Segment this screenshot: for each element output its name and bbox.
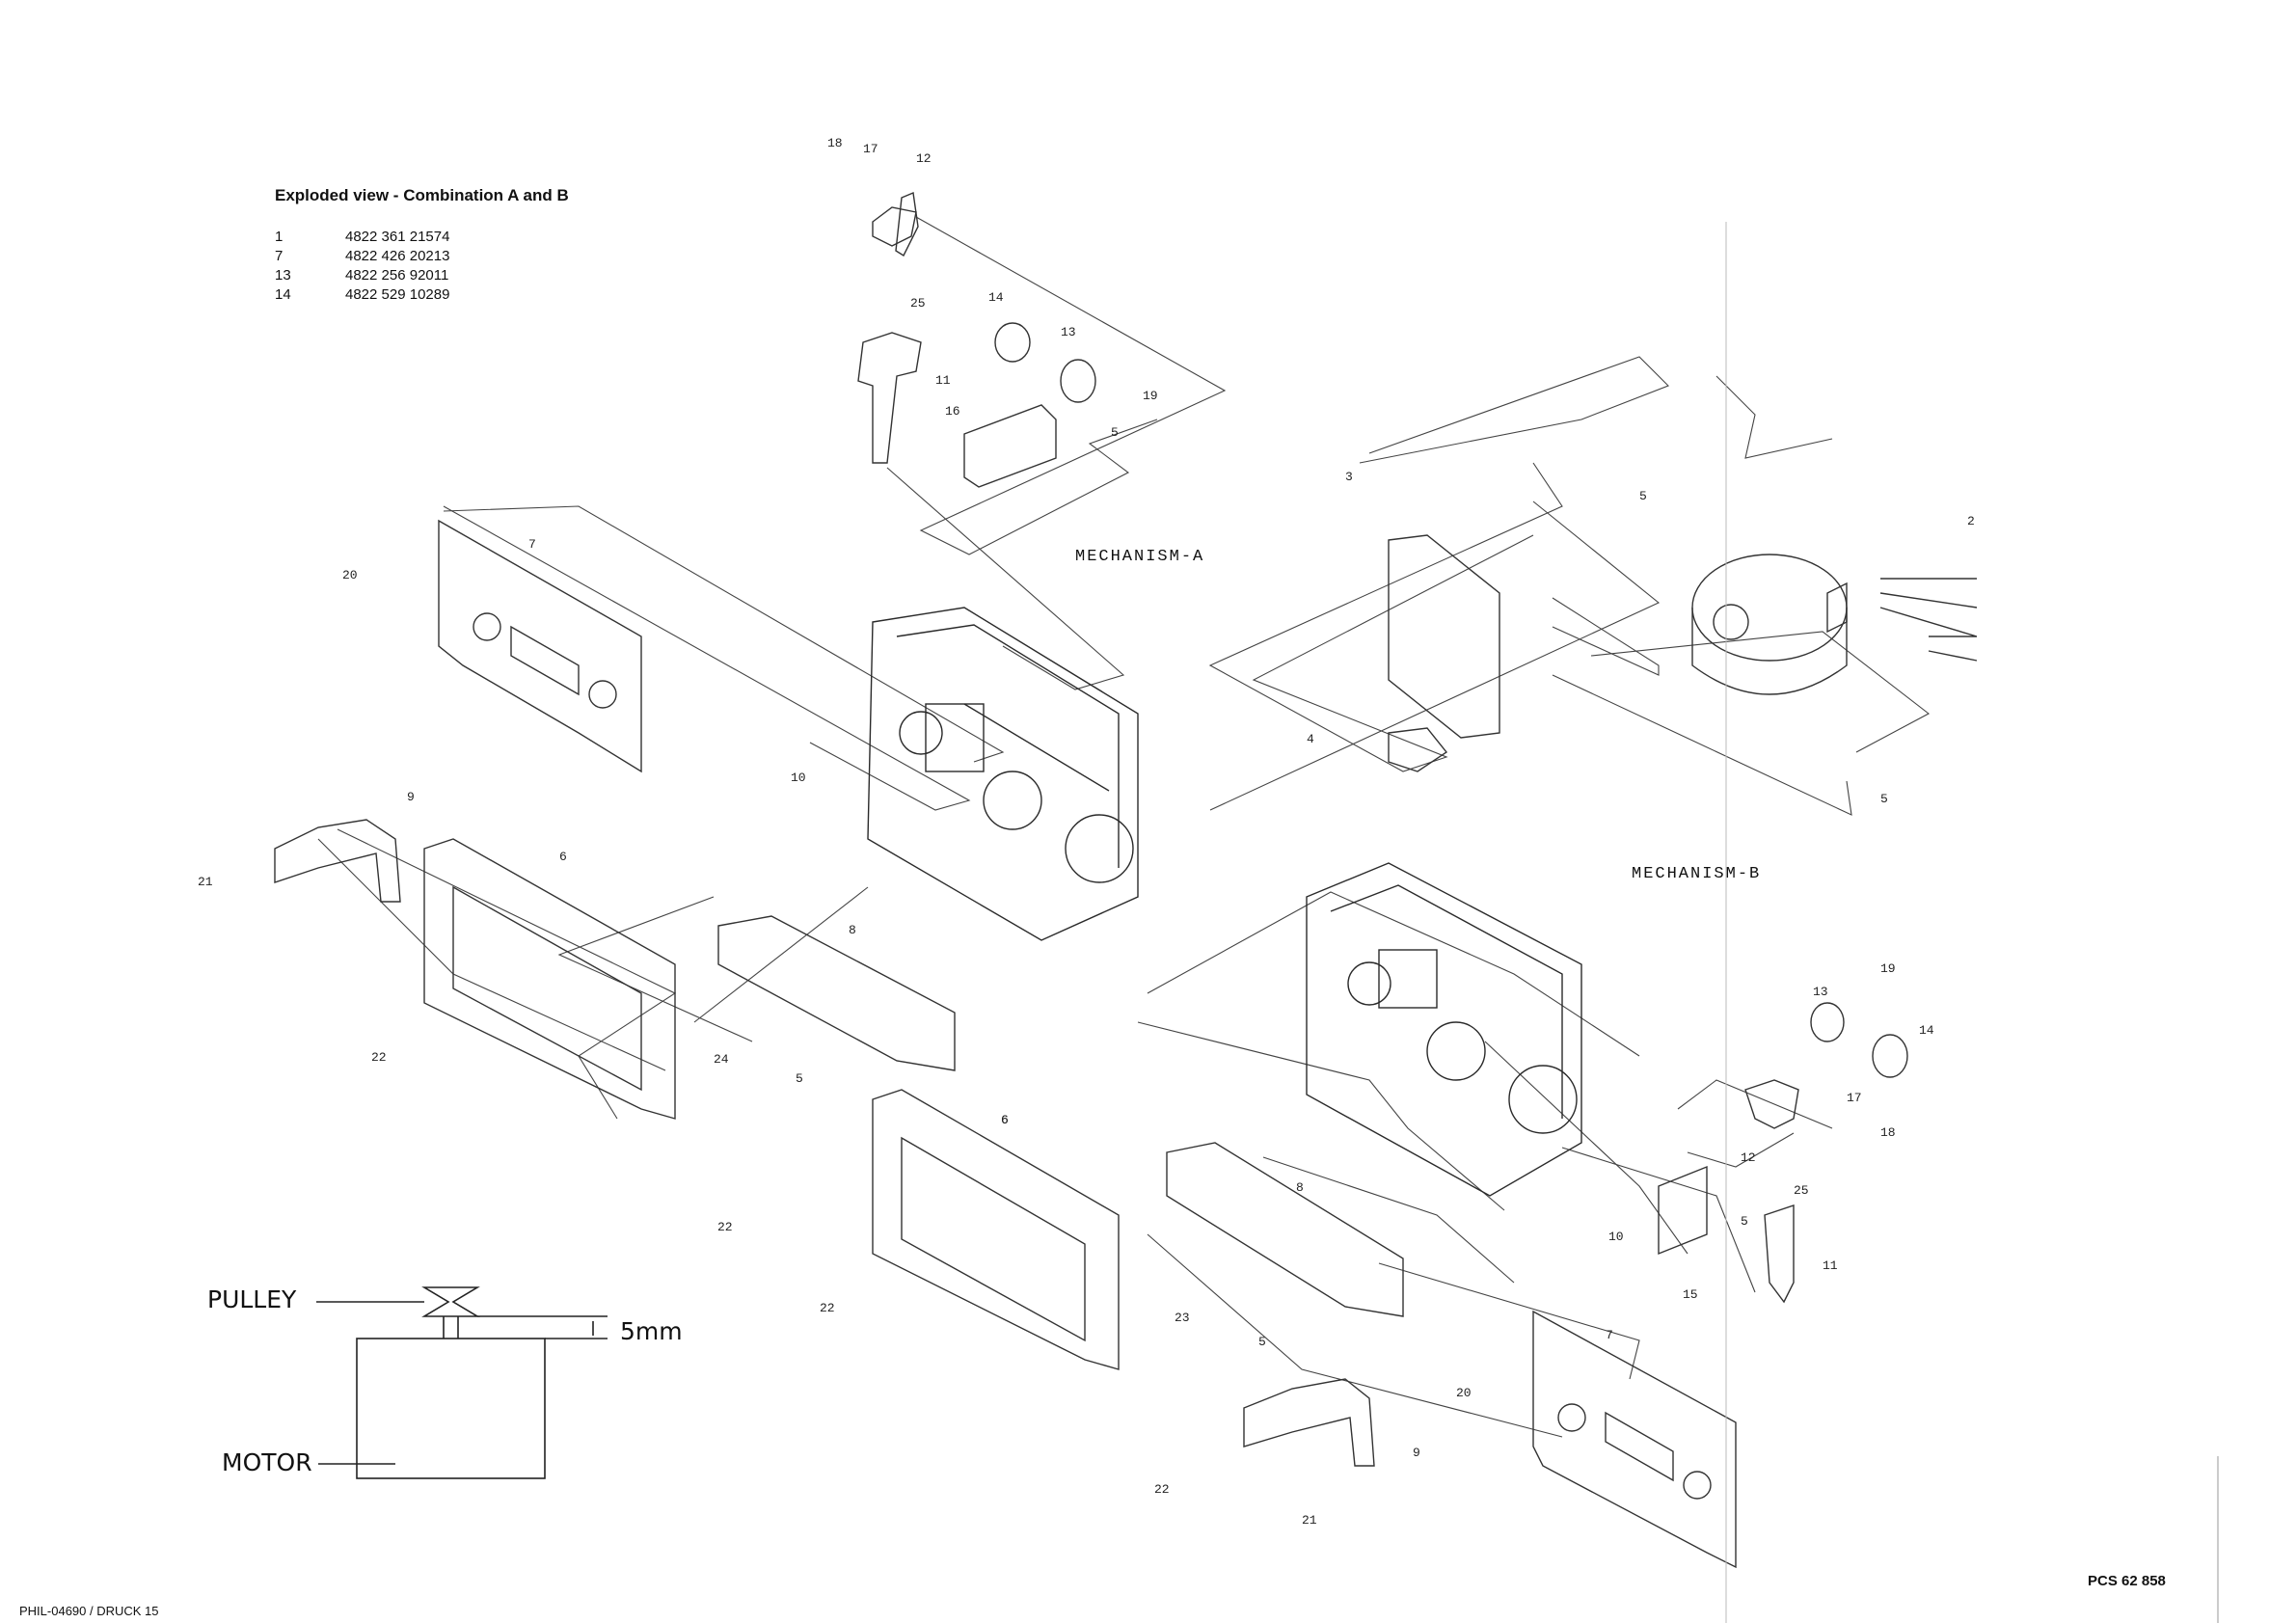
part-number: 13 [275,267,291,284]
mechanism-a-body [867,607,1139,941]
svg-text:14: 14 [988,290,1004,305]
front-frame-b [872,1089,1120,1370]
parts-list-row: 13 4822 256 92011 [275,266,449,285]
svg-text:9: 9 [407,790,415,804]
diagram-title: Exploded view - Combination A and B [275,186,569,204]
svg-text:18: 18 [827,136,843,150]
svg-text:10: 10 [791,771,806,785]
parts-list-row: 1 4822 361 21574 [275,228,449,247]
parts-list: 1 4822 361 21574 7 4822 426 20213 13 482… [275,228,449,305]
pulley-motor-inset [316,1286,608,1479]
part-code: 4822 256 92011 [345,267,449,284]
svg-text:14: 14 [1919,1023,1934,1038]
part-number: 14 [275,286,291,303]
svg-text:13: 13 [1061,325,1076,339]
motor-label: MOTOR [222,1448,312,1476]
svg-text:20: 20 [1456,1386,1472,1400]
svg-text:22: 22 [717,1220,733,1234]
svg-text:12: 12 [916,151,932,166]
svg-text:11: 11 [935,373,951,388]
svg-text:19: 19 [1880,961,1896,976]
svg-text:21: 21 [1302,1513,1317,1528]
svg-text:8: 8 [849,923,856,937]
motor-assembly [1388,534,1978,772]
svg-text:7: 7 [1606,1328,1613,1342]
parts-list-row: 14 4822 529 10289 [275,285,449,305]
part-number: 7 [275,248,284,264]
dimension-label: 5mm [620,1317,683,1345]
slider-lever-a [717,915,956,1071]
svg-text:21: 21 [198,875,213,889]
svg-text:22: 22 [820,1301,835,1315]
slider-lever-b [1166,1142,1404,1317]
svg-text:18: 18 [1880,1125,1896,1140]
svg-text:23: 23 [1175,1311,1190,1325]
svg-text:10: 10 [1608,1230,1624,1244]
svg-text:9: 9 [1413,1446,1420,1460]
svg-text:5: 5 [796,1071,803,1086]
part-number: 1 [275,229,284,245]
svg-text:6: 6 [559,850,567,864]
svg-text:2: 2 [1967,514,1975,528]
svg-text:6: 6 [1001,1113,1009,1127]
svg-text:22: 22 [1154,1482,1170,1497]
part-code: 4822 361 21574 [345,229,450,245]
svg-text:5: 5 [1639,489,1647,503]
cassette-door-b [1532,1310,1737,1569]
cassette-door-a [438,519,642,773]
svg-text:12: 12 [1741,1150,1756,1165]
svg-text:7: 7 [528,537,536,552]
arc-bracket-b [1243,1378,1375,1467]
svg-text:20: 20 [342,568,358,582]
svg-text:5: 5 [1258,1335,1266,1349]
top-subassembly [857,192,1096,488]
mechanism-b-label: MECHANISM-B [1632,865,1762,883]
svg-text:17: 17 [863,142,878,156]
svg-text:8: 8 [1296,1180,1304,1195]
assembly-lines [317,216,1931,1438]
svg-text:4: 4 [1307,732,1314,746]
parts-list-row: 7 4822 426 20213 [275,247,449,266]
svg-text:25: 25 [1794,1183,1809,1198]
svg-text:25: 25 [910,296,926,311]
svg-text:11: 11 [1823,1258,1838,1273]
part-code: 4822 529 10289 [345,286,450,303]
svg-text:22: 22 [371,1050,387,1065]
svg-text:5: 5 [1741,1214,1748,1229]
right-subassembly [1658,1002,1908,1304]
footer-left: PHIL-04690 / DRUCK 15 [19,1604,159,1618]
mechanism-b-body [1306,862,1582,1197]
mechanism-a-label: MECHANISM-A [1075,548,1205,566]
svg-text:15: 15 [1683,1287,1698,1302]
svg-text:17: 17 [1847,1091,1862,1105]
svg-text:16: 16 [945,404,960,419]
footer-right: PCS 62 858 [2088,1573,2166,1589]
svg-text:19: 19 [1143,389,1158,403]
front-frame-a [423,838,676,1120]
svg-text:24: 24 [714,1052,729,1067]
svg-text:5: 5 [1880,792,1888,806]
pulley-label: PULLEY [207,1285,297,1313]
svg-text:6: 6 [1001,1113,1009,1127]
arc-bracket-a [274,819,401,903]
svg-text:3: 3 [1345,470,1353,484]
svg-text:5: 5 [1111,425,1119,440]
svg-text:13: 13 [1813,985,1828,999]
part-code: 4822 426 20213 [345,248,450,264]
